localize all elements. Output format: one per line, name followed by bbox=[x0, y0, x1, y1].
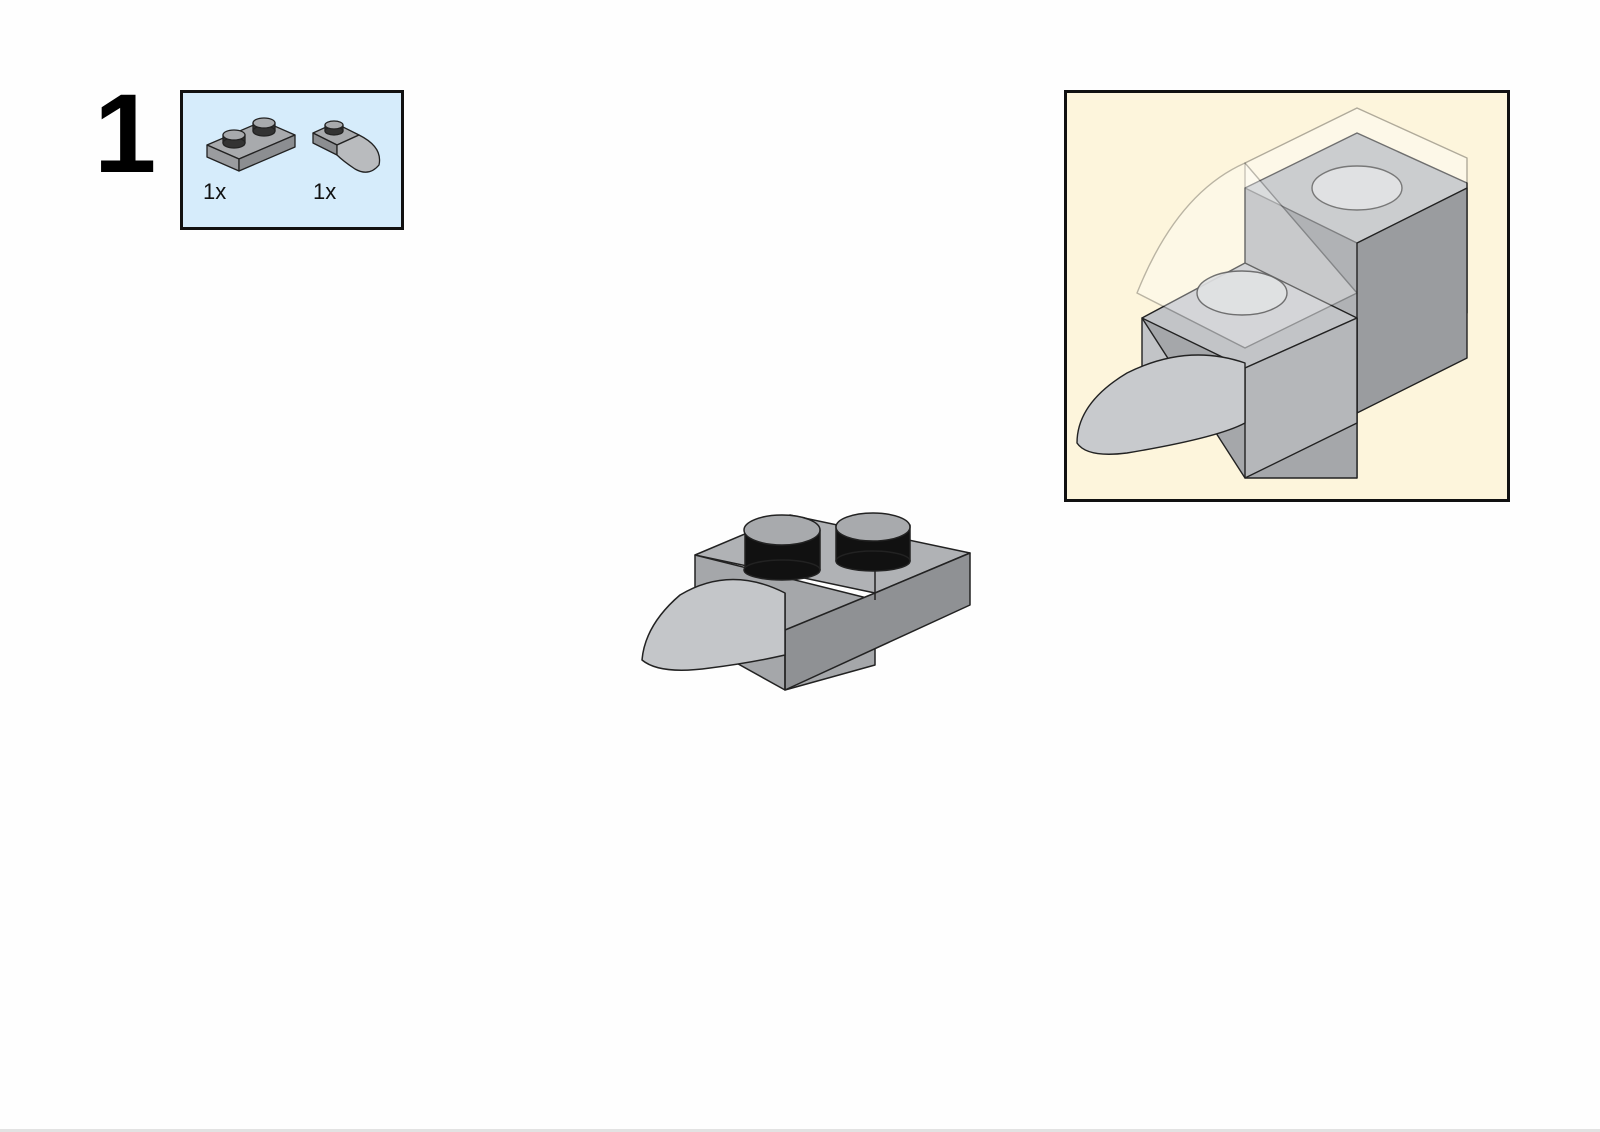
parts-list: 1x 1x bbox=[180, 90, 404, 230]
part-quantity: 1x bbox=[203, 179, 227, 204]
plate-1x2-icon bbox=[206, 117, 296, 172]
submodel-preview-callout bbox=[1064, 90, 1510, 502]
parts-illustration bbox=[206, 117, 381, 173]
step-number: 1 bbox=[94, 71, 157, 196]
step-model-illustration bbox=[640, 505, 1000, 710]
tooth-plate-icon bbox=[312, 120, 381, 173]
submodel-preview-illustration bbox=[1076, 107, 1468, 479]
page-bottom-edge bbox=[0, 1129, 1600, 1132]
part-quantity: 1x bbox=[313, 179, 337, 204]
